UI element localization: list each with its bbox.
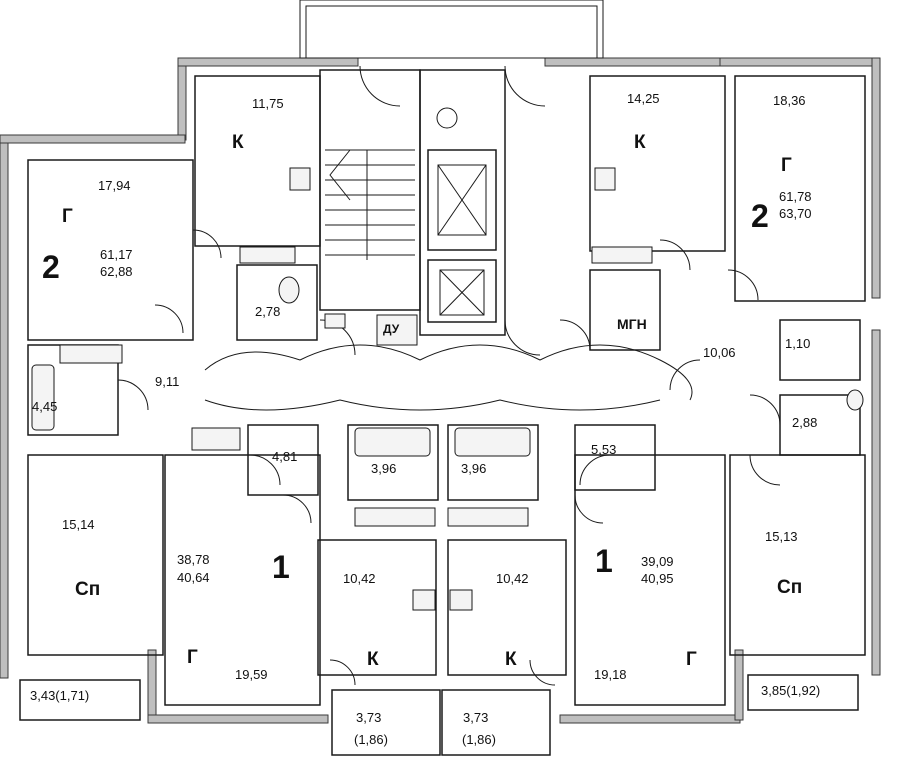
- area-hall-c1: 4,81: [272, 449, 298, 464]
- label-du: ДУ: [383, 322, 400, 336]
- area-balcony-right: 3,85(1,92): [761, 683, 821, 698]
- outer-walls: [0, 57, 881, 724]
- corridor-outline: [204, 344, 693, 411]
- area-apartment-1-right-living: 39,09: [641, 554, 674, 569]
- area-apartment-1-right-total: 40,95: [641, 571, 674, 586]
- room-code-k-right: К: [634, 132, 646, 153]
- area-hall-right: 10,06: [703, 345, 736, 360]
- label-mgn: МГН: [617, 316, 647, 332]
- area-kitchen-right: 14,25: [627, 91, 660, 106]
- area-apartment-2-right-total: 63,70: [779, 206, 812, 221]
- area-apartment-1-left-living: 38,78: [177, 552, 210, 567]
- area-apartment-2-left-living: 61,17: [100, 247, 133, 262]
- area-loggia-left-half: (1,86): [354, 732, 388, 747]
- area-kitchen-1-right: 10,42: [496, 571, 529, 586]
- elevator-shafts: [436, 107, 487, 316]
- room-code-g-1-right: Г: [686, 649, 697, 670]
- room-code-k-left: К: [232, 132, 244, 153]
- fixtures: [31, 167, 864, 611]
- area-loggia-left: 3,73: [356, 710, 382, 725]
- area-apartment-2-right-living: 61,78: [779, 189, 812, 204]
- room-code-sp-left: Сп: [75, 579, 101, 600]
- room-code-sp-right: Сп: [777, 577, 803, 598]
- room-code-k-1-right: К: [505, 649, 517, 670]
- area-balcony-left: 3,43(1,71): [30, 688, 90, 703]
- area-bedroom-left: 15,14: [62, 517, 95, 532]
- apartment-number-2-right: 2: [751, 198, 769, 234]
- area-apartment-1-left-total: 40,64: [177, 570, 210, 585]
- area-living-1-right: 19,18: [594, 667, 627, 682]
- area-bath-far-left: 4,45: [32, 399, 58, 414]
- room-code-g-1-left: Г: [187, 647, 198, 668]
- area-bedroom-right: 15,13: [765, 529, 798, 544]
- area-hall-c2: 5,53: [591, 442, 617, 457]
- apartment-number-2-left: 2: [42, 249, 60, 285]
- area-bath-c1: 3,96: [371, 461, 397, 476]
- interior-walls: [19, 69, 866, 756]
- area-wc-right: 1,10: [785, 336, 811, 351]
- area-loggia-right: 3,73: [463, 710, 489, 725]
- area-bath-c2: 3,96: [461, 461, 487, 476]
- apartment-number-1-left: 1: [272, 549, 290, 585]
- area-apartment-2-left-total: 62,88: [100, 264, 133, 279]
- room-code-g-right: Г: [781, 155, 792, 176]
- room-code-k-1-left: К: [367, 649, 379, 670]
- area-kitchen-left: 11,75: [252, 96, 284, 111]
- area-bath-right: 2,88: [792, 415, 818, 430]
- area-kitchen-1-left: 10,42: [343, 571, 376, 586]
- apartment-number-1-right: 1: [595, 543, 613, 579]
- door-swings: [117, 65, 781, 686]
- staircase: [325, 149, 415, 260]
- area-loggia-right-half: (1,86): [462, 732, 496, 747]
- room-code-g-left: Г: [62, 206, 73, 227]
- area-wc-left: 2,78: [255, 304, 281, 319]
- entrance-porch: [299, 0, 604, 59]
- area-living-1-left: 19,59: [235, 667, 268, 682]
- area-living-right: 18,36: [773, 93, 806, 108]
- area-living-left: 17,94: [98, 178, 131, 193]
- area-hall-left: 9,11: [155, 374, 180, 389]
